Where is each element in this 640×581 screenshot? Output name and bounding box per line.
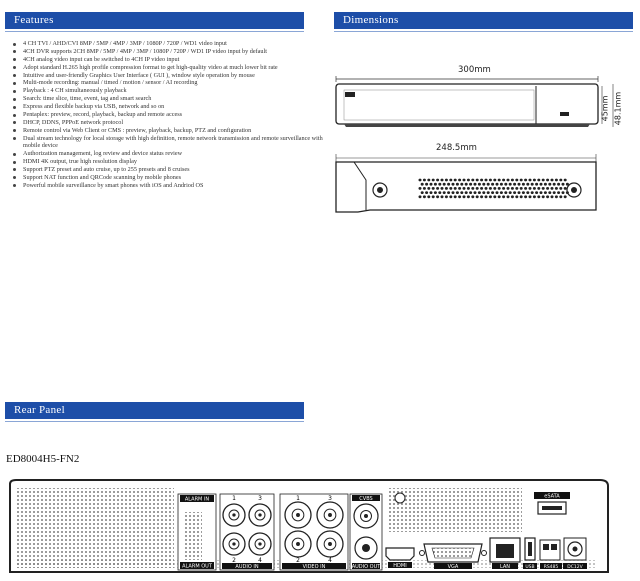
- rear-panel-header: Rear Panel: [5, 402, 304, 422]
- feature-item: Search: time slice, time, event, tag and…: [13, 95, 333, 103]
- audio-in-label: AUDIO IN: [235, 564, 258, 570]
- vent-grille: [418, 178, 569, 199]
- hdmi-label: HDMI: [393, 563, 406, 569]
- feature-item: HDMI 4K output, true high resolution dis…: [13, 158, 333, 166]
- feature-item: Remote control via Web Client or CMS : p…: [13, 127, 333, 135]
- model-label: ED8004H5-FN2: [6, 453, 80, 465]
- feature-item: Adopt standard H.265 high profile compre…: [13, 64, 333, 72]
- features-list: 4 CH TVI / AHD/CVI 8MP / 5MP / 4MP / 3MP…: [13, 40, 333, 190]
- svg-text:2: 2: [296, 557, 300, 564]
- feature-item: 4 CH TVI / AHD/CVI 8MP / 5MP / 4MP / 3MP…: [13, 40, 333, 48]
- feature-item: Pentaplex: preview, record, playback, ba…: [13, 111, 333, 119]
- front-view-drawing: [335, 76, 614, 127]
- svg-text:1: 1: [232, 495, 236, 502]
- feature-item: Dual stream technology for local storage…: [13, 135, 333, 150]
- height-total-label: 48.1mm: [613, 91, 623, 126]
- features-header: Features: [5, 12, 304, 32]
- svg-text:2: 2: [232, 557, 236, 564]
- feature-item: 4CH DVR supports 2CH 8MP / 5MP / 4MP / 3…: [13, 48, 333, 56]
- svg-text:4: 4: [328, 557, 332, 564]
- svg-text:4: 4: [258, 557, 262, 564]
- dc12v-label: DC12V: [567, 564, 583, 570]
- height-front-label: 45mm: [600, 95, 610, 122]
- video-in-label: VIDEO IN: [303, 564, 326, 570]
- dvr-top-body: [335, 161, 597, 213]
- lan-label: LAN: [500, 564, 510, 570]
- rs485-label: RS485: [544, 564, 559, 570]
- svg-text:3: 3: [328, 495, 332, 502]
- alarm-out-label: ALARM OUT: [182, 564, 213, 570]
- alarm-in-label: ALARM IN: [185, 497, 210, 503]
- ground-screw: [394, 492, 406, 504]
- feature-item: Powerful mobile surveillance by smart ph…: [13, 182, 333, 190]
- svg-text:1: 1: [296, 495, 300, 502]
- feature-item: DHCP, DDNS, PPPoE network protocol: [13, 119, 333, 127]
- feature-item: Support NAT function and QRCode scanning…: [13, 174, 333, 182]
- rear-panel-drawing: ALARM IN ALARM OUT 1 3 2 4 AUDIO IN 1 3 …: [9, 479, 609, 573]
- dimensions-header: Dimensions: [334, 12, 633, 32]
- usb-port-front: [560, 112, 569, 116]
- svg-text:3: 3: [258, 495, 262, 502]
- usb-label: USB: [525, 564, 534, 570]
- esata-label: eSATA: [544, 494, 560, 500]
- hdmi-port: [385, 547, 415, 561]
- vga-label: VGA: [448, 564, 459, 570]
- feature-item: Intuitive and user-friendly Graphics Use…: [13, 72, 333, 80]
- rear-view-drawing: [335, 154, 597, 213]
- depth-label: 248.5mm: [436, 143, 477, 153]
- audio-out-label: AUDIO OUT: [352, 564, 382, 570]
- feature-item: Multi-mode recording: manual / timed / m…: [13, 79, 333, 87]
- feature-item: Express and flexible backup via USB, net…: [13, 103, 333, 111]
- feature-item: 4CH analog video input can be switched t…: [13, 56, 333, 64]
- feature-item: Authorization management, log review and…: [13, 150, 333, 158]
- cvbs-label: CVBS: [359, 496, 372, 502]
- feature-item: Support PTZ preset and auto cruise, up t…: [13, 166, 333, 174]
- width-label: 300mm: [458, 65, 491, 75]
- feature-item: Playback : 4 CH simultaneously playback: [13, 87, 333, 95]
